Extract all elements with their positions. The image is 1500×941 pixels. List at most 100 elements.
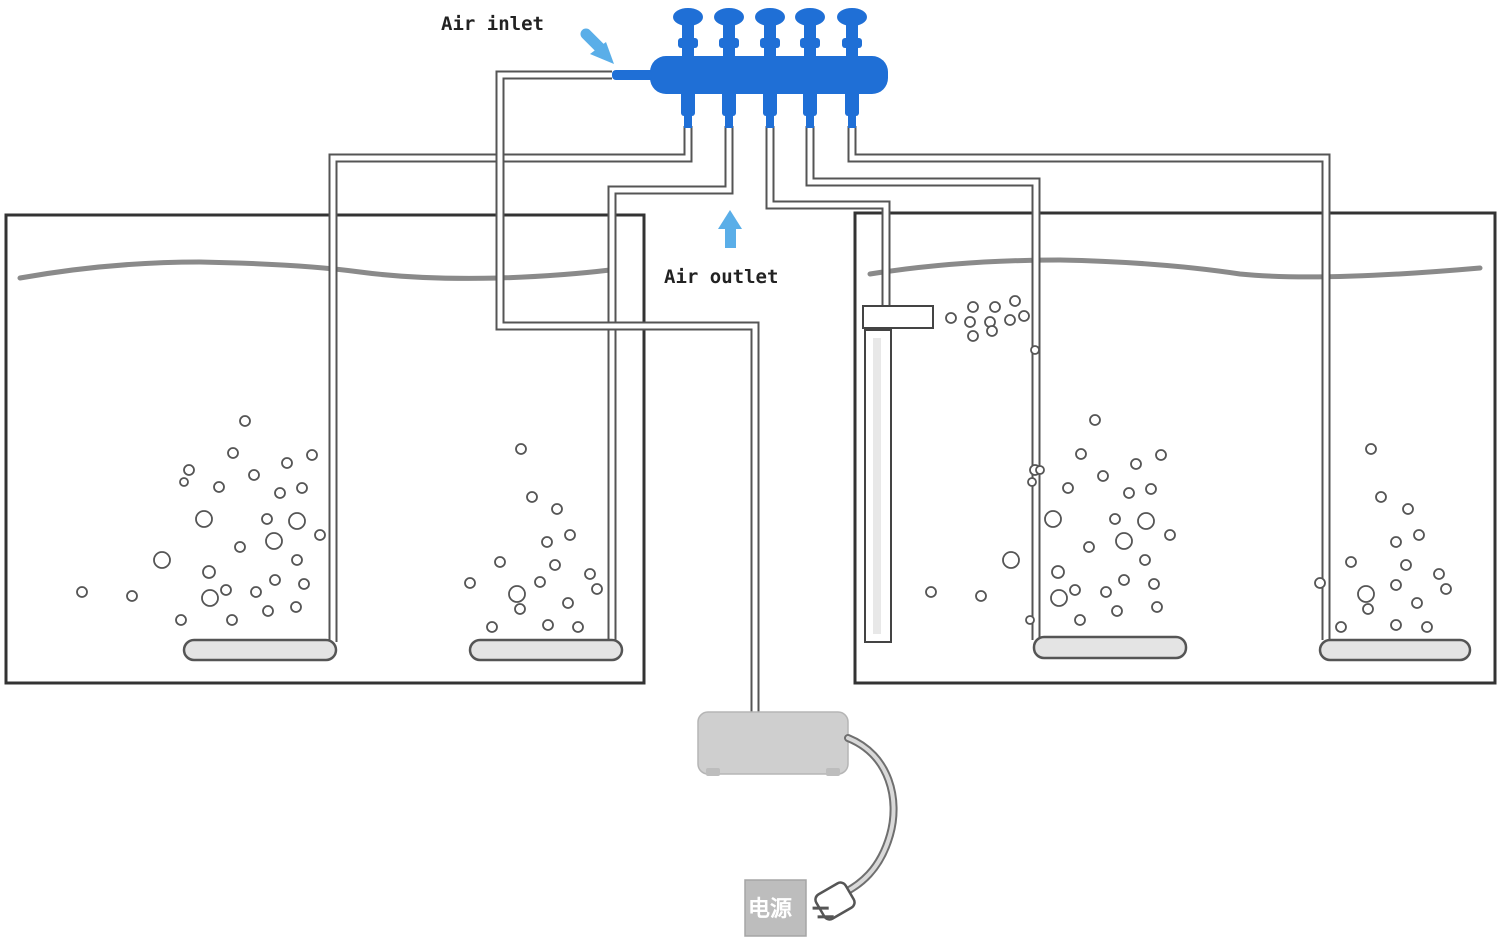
bubble (562, 597, 574, 609)
bubble (1089, 414, 1101, 426)
bubble (464, 577, 476, 589)
left-water-surface (17, 259, 613, 281)
bubble (486, 621, 498, 633)
bubble (1151, 601, 1163, 613)
bubble (296, 482, 308, 494)
air-manifold-icon (612, 8, 888, 128)
bubble (1402, 503, 1414, 515)
tube-right-tank-outer (847, 126, 1331, 640)
bubble (964, 316, 976, 328)
bubble (564, 529, 576, 541)
bubble (1035, 465, 1045, 475)
bubble (1118, 574, 1130, 586)
power-label: 电源 (748, 897, 792, 922)
bubble (239, 415, 251, 427)
bubble (1062, 482, 1074, 494)
right-tank (853, 211, 1497, 685)
bubble (1145, 483, 1157, 495)
air-stone-icon (468, 638, 624, 662)
bubble (1030, 345, 1040, 355)
bubble (261, 513, 273, 525)
tube-right-heater-side (767, 126, 889, 306)
left-tank (4, 213, 646, 685)
bubble (1345, 556, 1357, 568)
valve-4 (795, 8, 825, 128)
bubble (1025, 615, 1035, 625)
bubble (1018, 310, 1030, 322)
bubble (1433, 568, 1445, 580)
bubble (542, 619, 554, 631)
bubble (76, 586, 88, 598)
air-outlet-arrow-icon (718, 210, 742, 248)
bubble (967, 330, 979, 342)
bubble (213, 481, 225, 493)
bubble (494, 556, 506, 568)
bubble (1400, 559, 1412, 571)
bubble (1083, 541, 1095, 553)
bubble (195, 510, 213, 528)
bubble (572, 621, 584, 633)
air-inlet-arrow-icon (580, 28, 614, 64)
bubble (226, 614, 238, 626)
bubble (1365, 443, 1377, 455)
bubble (1375, 491, 1387, 503)
bubble (1009, 295, 1021, 307)
tube-inlet (497, 72, 758, 714)
bubble (549, 559, 561, 571)
tube-right-tank-outer (849, 126, 1329, 640)
power-box (744, 879, 807, 937)
bubble (1139, 554, 1151, 566)
bubble (515, 443, 527, 455)
bubble (1109, 513, 1121, 525)
bubble (1137, 512, 1155, 530)
bubble (508, 585, 526, 603)
valve-2 (714, 8, 744, 128)
bubble (514, 603, 526, 615)
bubble (314, 529, 326, 541)
bubble (281, 457, 293, 469)
valve-1 (673, 8, 703, 128)
tube-inlet (495, 70, 760, 714)
bubble (298, 578, 310, 590)
bubble (989, 301, 1001, 313)
bubble (1148, 578, 1160, 590)
bubble (526, 491, 538, 503)
bubble (175, 614, 187, 626)
bubble (1411, 597, 1423, 609)
bubble (1335, 621, 1347, 633)
air-pump-icon (697, 711, 849, 776)
air-stone-icon (182, 638, 338, 662)
bubble (153, 551, 171, 569)
bubble (1362, 603, 1374, 615)
bubble (248, 469, 260, 481)
bubble (1074, 614, 1086, 626)
bubble (925, 586, 937, 598)
bubble (1357, 585, 1375, 603)
power-cord (838, 734, 898, 898)
bubble (262, 605, 274, 617)
bubble (1440, 583, 1452, 595)
bubble (1111, 605, 1123, 617)
bubble (1413, 529, 1425, 541)
right-water-surface (867, 257, 1483, 280)
bubble (1421, 621, 1433, 633)
bubble (265, 532, 283, 550)
bubble (183, 464, 195, 476)
bubble (1097, 470, 1109, 482)
bubble (591, 583, 603, 595)
valve-5 (837, 8, 867, 128)
bubble (202, 565, 216, 579)
bubble (584, 568, 596, 580)
bubble (1100, 586, 1112, 598)
bubble (986, 325, 998, 337)
air-stone-icon (1318, 638, 1472, 662)
power-cord-inner (840, 736, 896, 896)
bubble (1115, 532, 1133, 550)
bubble (291, 554, 303, 566)
bubble (1155, 449, 1167, 461)
bubble (1390, 619, 1402, 631)
bubble (1051, 565, 1065, 579)
bubble (288, 512, 306, 530)
bubble (1123, 487, 1135, 499)
